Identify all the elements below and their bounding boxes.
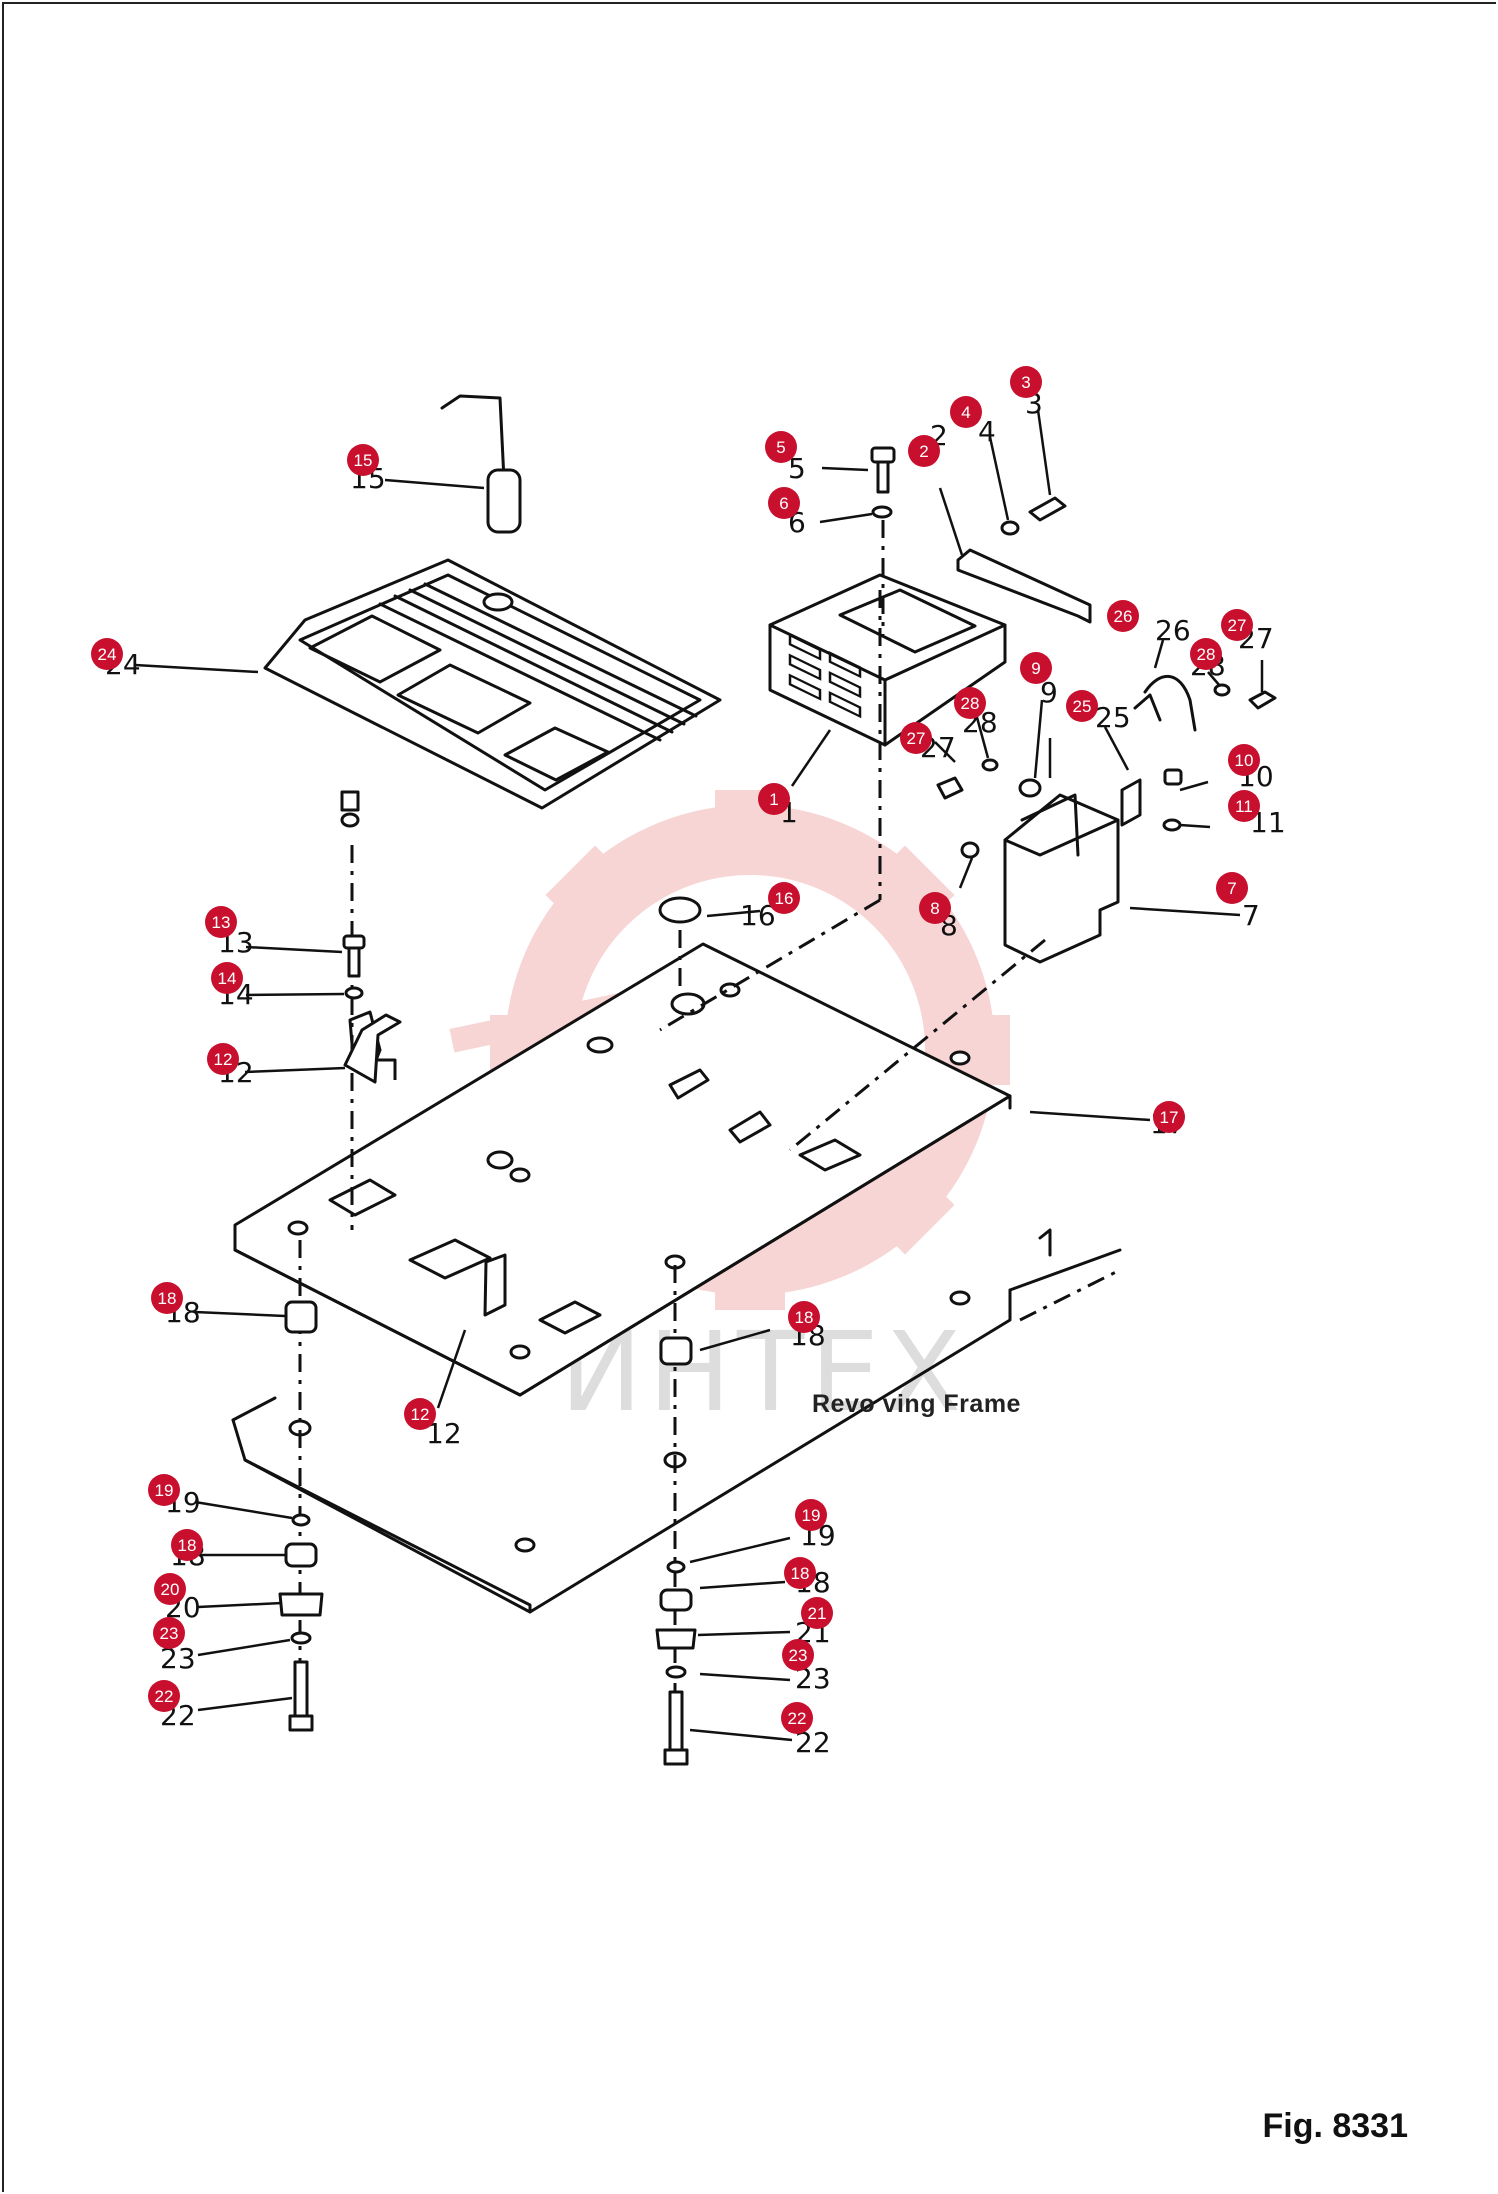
mount-stack-left-drawing: [278, 1240, 324, 1732]
floor-mat-drawing: [263, 558, 722, 810]
svg-text:5: 5: [776, 438, 785, 457]
bracket-2-drawing: [956, 496, 1092, 624]
callout-marker[interactable]: 23: [153, 1617, 185, 1649]
svg-text:18: 18: [158, 1289, 177, 1308]
callout-marker[interactable]: 19: [795, 1499, 827, 1531]
callout-marker[interactable]: 27: [1221, 609, 1253, 641]
callout-marker[interactable]: 18: [171, 1529, 203, 1561]
svg-text:24: 24: [98, 645, 117, 664]
svg-text:20: 20: [161, 1580, 180, 1599]
clamp-25-drawing: [936, 674, 1277, 832]
svg-text:18: 18: [791, 1564, 810, 1583]
callout-marker[interactable]: 5: [765, 431, 797, 463]
svg-text:25: 25: [1073, 697, 1092, 716]
mount-stack-right-drawing: [655, 1265, 697, 1766]
svg-text:22: 22: [788, 1709, 807, 1728]
callout-marker[interactable]: 27: [900, 722, 932, 754]
svg-text:18: 18: [795, 1308, 814, 1327]
svg-text:22: 22: [155, 1687, 174, 1706]
bracket-12-drawing: [342, 934, 402, 1084]
svg-text:9: 9: [1031, 659, 1040, 678]
callout-marker[interactable]: 15: [347, 444, 379, 476]
svg-text:28: 28: [961, 694, 980, 713]
svg-text:2: 2: [919, 442, 928, 461]
svg-text:1: 1: [769, 790, 778, 809]
callout-marker[interactable]: 7: [1216, 872, 1248, 904]
callout-markers: 15 24 1 3 4 5 6 2 26 27 28 9 28 27 25 10…: [91, 366, 1260, 1734]
callout-marker[interactable]: 24: [91, 638, 123, 670]
svg-text:12: 12: [214, 1050, 233, 1069]
callout-marker[interactable]: 17: [1153, 1101, 1185, 1133]
svg-text:11: 11: [1235, 797, 1253, 816]
part-label: 9: [1040, 676, 1058, 709]
svg-text:23: 23: [160, 1624, 179, 1643]
callout-marker[interactable]: 20: [154, 1573, 186, 1605]
svg-text:26: 26: [1114, 607, 1133, 626]
callout-marker[interactable]: 12: [207, 1043, 239, 1075]
part-label: 5: [788, 452, 806, 485]
svg-text:19: 19: [155, 1481, 174, 1500]
svg-text:12: 12: [411, 1405, 430, 1424]
callout-marker[interactable]: 18: [784, 1557, 816, 1589]
svg-text:18: 18: [178, 1536, 197, 1555]
cover-7-drawing: [960, 778, 1120, 964]
callout-marker[interactable]: 13: [205, 906, 237, 938]
svg-text:16: 16: [775, 889, 794, 908]
part-label: 7: [1242, 899, 1260, 932]
svg-text:8: 8: [930, 899, 939, 918]
callout-marker[interactable]: 28: [1190, 638, 1222, 670]
svg-text:3: 3: [1021, 373, 1030, 392]
callout-marker[interactable]: 4: [950, 396, 982, 428]
callout-marker[interactable]: 18: [151, 1282, 183, 1314]
svg-text:14: 14: [218, 969, 237, 988]
callout-marker[interactable]: 10: [1228, 744, 1260, 776]
bolt-5-drawing: [870, 446, 896, 635]
callout-marker[interactable]: 6: [768, 487, 800, 519]
part-label: 26: [1155, 614, 1191, 647]
part-label: 4: [978, 415, 996, 448]
callout-marker[interactable]: 22: [781, 1702, 813, 1734]
callout-marker[interactable]: 14: [211, 962, 243, 994]
svg-text:15: 15: [354, 451, 373, 470]
callout-marker[interactable]: 3: [1010, 366, 1042, 398]
svg-text:13: 13: [212, 913, 231, 932]
callout-marker[interactable]: 9: [1020, 652, 1052, 684]
callout-marker[interactable]: 18: [788, 1301, 820, 1333]
revolving-frame-caption: Revo ving Frame: [812, 1390, 1021, 1418]
svg-text:27: 27: [1228, 616, 1247, 635]
callout-marker[interactable]: 22: [148, 1680, 180, 1712]
callout-marker[interactable]: 8: [919, 892, 951, 924]
svg-text:17: 17: [1160, 1108, 1179, 1127]
lever-drawing: [440, 394, 522, 534]
callout-marker[interactable]: 28: [954, 687, 986, 719]
svg-text:27: 27: [907, 729, 926, 748]
callout-marker[interactable]: 26: [1107, 600, 1139, 632]
callout-marker[interactable]: 23: [782, 1639, 814, 1671]
svg-text:4: 4: [961, 403, 970, 422]
svg-text:6: 6: [779, 494, 788, 513]
svg-text:7: 7: [1227, 879, 1236, 898]
callout-marker[interactable]: 25: [1066, 690, 1098, 722]
callout-marker[interactable]: 11: [1228, 790, 1260, 822]
figure-label: Fig. 8331: [1262, 2107, 1408, 2145]
svg-text:21: 21: [808, 1604, 827, 1623]
callout-marker[interactable]: 16: [768, 882, 800, 914]
svg-text:23: 23: [789, 1646, 808, 1665]
callout-marker[interactable]: 2: [908, 435, 940, 467]
svg-text:28: 28: [1197, 645, 1216, 664]
callout-marker[interactable]: 21: [801, 1597, 833, 1629]
callout-marker[interactable]: 12: [404, 1398, 436, 1430]
leader-lines: [134, 409, 1264, 1742]
svg-text:19: 19: [802, 1506, 821, 1525]
part-label: 25: [1095, 701, 1131, 734]
callout-marker[interactable]: 1: [758, 783, 790, 815]
callout-marker[interactable]: 19: [148, 1474, 180, 1506]
battery-box-drawing: [768, 573, 1007, 747]
svg-text:10: 10: [1235, 751, 1254, 770]
